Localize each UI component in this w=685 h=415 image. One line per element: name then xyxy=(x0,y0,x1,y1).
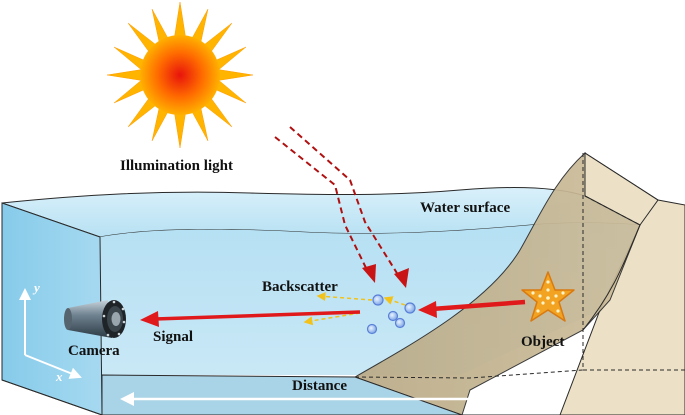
particle-icon xyxy=(366,294,416,335)
starfish-icon xyxy=(521,271,575,322)
backscatter-label: Backscatter xyxy=(262,279,338,295)
illumination-rays xyxy=(274,126,401,279)
coordinate-axes xyxy=(19,288,82,379)
object-reflection-arrow xyxy=(431,299,526,312)
backscatter-arrows xyxy=(303,292,406,326)
sun-icon xyxy=(106,1,254,149)
signal-label: Signal xyxy=(153,329,193,345)
camera-icon xyxy=(64,300,126,338)
axis-y-label: y xyxy=(32,280,40,295)
axis-x-label: x xyxy=(55,369,63,384)
tank-front-face xyxy=(1,202,103,415)
signal-arrow xyxy=(154,310,361,321)
signal-arrowhead xyxy=(140,311,159,327)
camera-label: Camera xyxy=(68,343,120,359)
distance-label: Distance xyxy=(292,378,347,394)
illumination-label: Illumination light xyxy=(120,158,233,174)
object-reflection-arrowhead xyxy=(418,301,437,318)
illumination-arrowhead xyxy=(394,268,409,288)
object-label: Object xyxy=(521,334,564,350)
water-surface-label: Water surface xyxy=(420,200,510,216)
distance-arrow xyxy=(120,392,538,406)
illumination-arrowhead xyxy=(362,264,376,283)
